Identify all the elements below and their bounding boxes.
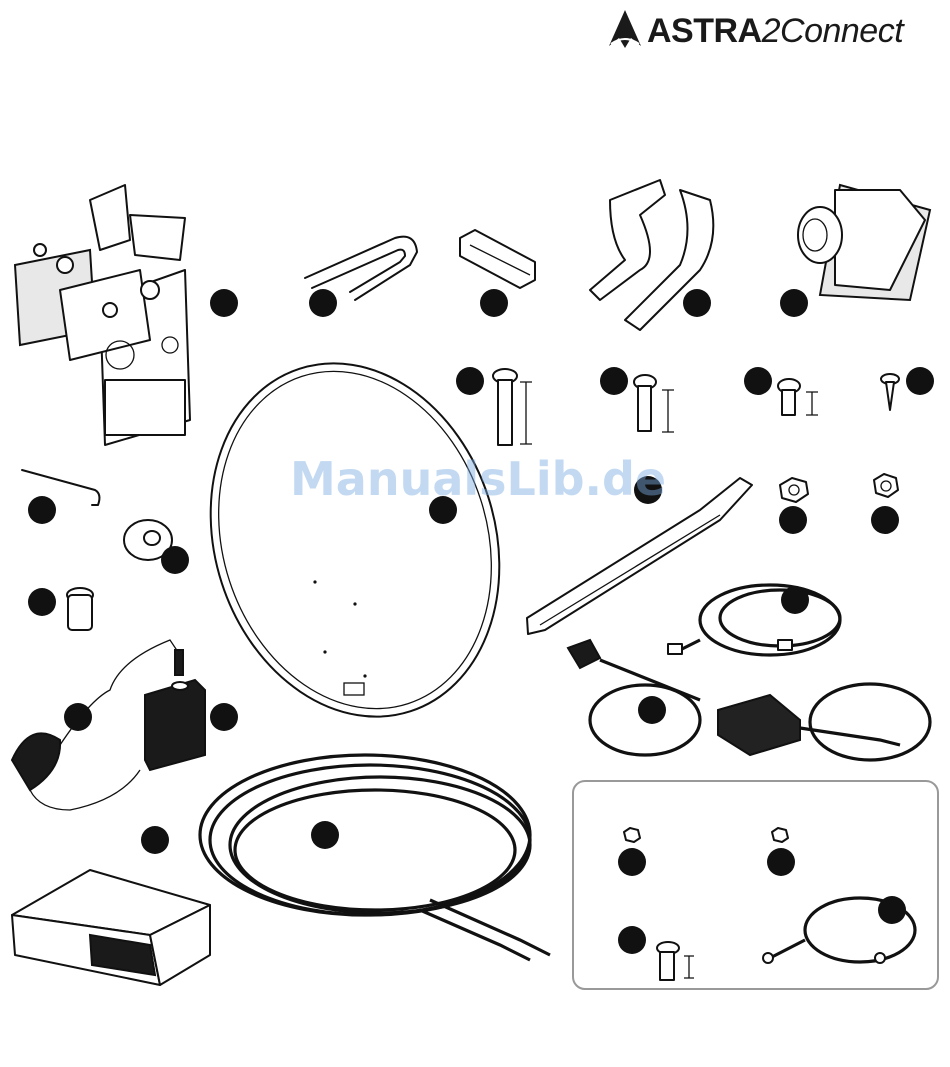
callout-dot <box>906 367 934 395</box>
callout-dot <box>744 367 772 395</box>
hex-nut <box>780 478 808 502</box>
callout-dot <box>871 506 899 534</box>
medium-bolt <box>634 375 674 432</box>
callout-dot <box>28 496 56 524</box>
callout-dot <box>683 289 711 317</box>
callout-dot <box>638 696 666 724</box>
callout-dot <box>781 586 809 614</box>
flange-nut <box>874 474 898 497</box>
callout-dot <box>456 367 484 395</box>
callout-dot <box>780 289 808 317</box>
antenna-power-unit <box>145 650 205 770</box>
satellite-dish <box>166 326 544 755</box>
callout-dot <box>779 506 807 534</box>
callout-dot <box>878 896 906 924</box>
callout-dot <box>28 588 56 616</box>
wood-screw <box>881 374 899 410</box>
callout-dot <box>141 826 169 854</box>
f-connector <box>67 588 93 630</box>
wall-mount-bracket <box>15 185 190 445</box>
callout-dot <box>311 821 339 849</box>
lnb <box>798 185 930 300</box>
callout-dot <box>767 848 795 876</box>
watermark: ManualsLib.de <box>290 452 666 506</box>
clamp-plate <box>460 230 535 288</box>
network-cable <box>668 585 840 655</box>
short-bolt <box>778 379 818 415</box>
callout-dot <box>618 926 646 954</box>
long-bolt <box>493 369 532 445</box>
callout-dot <box>210 703 238 731</box>
accessory-inset-box <box>573 781 938 989</box>
callout-dot <box>600 367 628 395</box>
coax-cable <box>200 755 550 960</box>
callout-dot <box>64 703 92 731</box>
satellite-modem <box>12 870 210 985</box>
callout-dot <box>480 289 508 317</box>
callout-dot <box>309 289 337 317</box>
callout-dot <box>618 848 646 876</box>
power-supply <box>568 640 930 760</box>
callout-dot <box>161 546 189 574</box>
callout-dot <box>210 289 238 317</box>
